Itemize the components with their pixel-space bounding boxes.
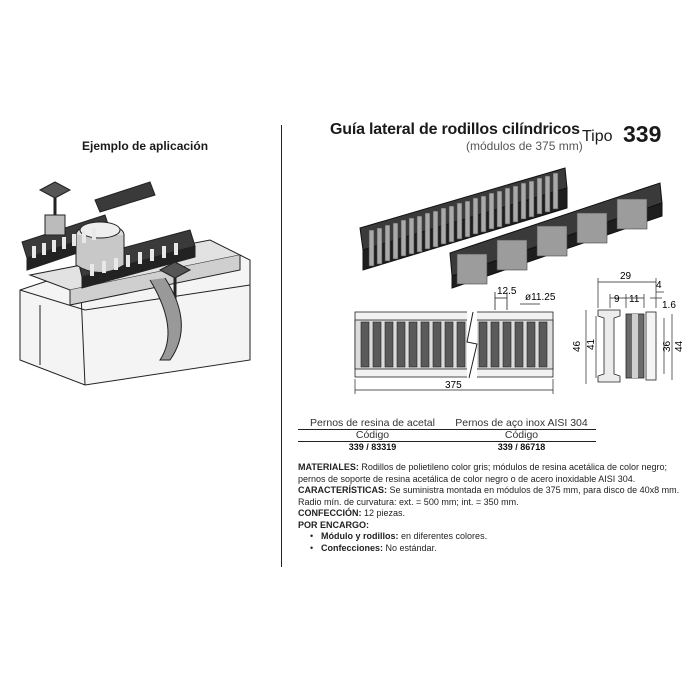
- type-number: 339: [623, 121, 662, 147]
- dim-pitch: 12.5: [497, 286, 517, 297]
- col1-header: Pernos de resina de acetal: [310, 417, 435, 429]
- packaging-paragraph: CONFECCIÓN: 12 piezas.: [298, 508, 688, 520]
- application-example-title: Ejemplo de aplicación: [82, 139, 209, 153]
- list-item: Módulo y rodillos: en diferentes colores…: [310, 531, 688, 543]
- on-request-heading: POR ENCARGO:: [298, 519, 370, 530]
- dim-36: 36: [662, 340, 673, 352]
- type-label: Tipo: [582, 128, 613, 145]
- product-illustration: [359, 167, 663, 289]
- col1-code: 339 / 83319: [348, 442, 397, 452]
- description-block: MATERIALES: Rodillos de polietileno colo…: [298, 462, 688, 554]
- materials-text: Rodillos de polietileno color gris; módu…: [298, 462, 668, 484]
- col2-code-label: Código: [504, 429, 539, 441]
- product-subtitle: (módulos de 375 mm): [466, 139, 583, 153]
- column-divider: [281, 125, 282, 567]
- features-paragraph: CARACTERÍSTICAS: Se suministra montada e…: [298, 485, 688, 508]
- dim-9: 9: [614, 294, 620, 305]
- dim-roller-diameter: ø11.25: [525, 292, 556, 303]
- materials-label: MATERIALES:: [298, 462, 359, 472]
- dim-width-29: 29: [620, 271, 632, 282]
- col2-header: Pernos de aço inox AISI 304: [455, 417, 588, 429]
- col1-code-label: Código: [355, 429, 390, 441]
- dim-4: 4: [656, 280, 662, 291]
- features-label: CARACTERÍSTICAS:: [298, 485, 387, 495]
- list-item: Confecciones: No estándar.: [310, 543, 688, 555]
- materials-paragraph: MATERIALES: Rodillos de polietileno colo…: [298, 462, 688, 485]
- dim-length: 375: [445, 380, 462, 391]
- table-code-label-row: Código Código: [298, 430, 596, 442]
- dim-44: 44: [674, 340, 685, 352]
- dim-11: 11: [629, 294, 640, 305]
- col2-code: 339 / 86718: [497, 442, 546, 452]
- application-example-illustration: [19, 181, 251, 386]
- top-view-drawing: 12.5 ø11.25 375: [354, 286, 556, 394]
- side-section-drawing: 29 4 9 11 1.6 46 41 36 44: [572, 271, 685, 384]
- features-text: Se suministra montada en módulos de 375 …: [298, 485, 680, 507]
- product-title: Guía lateral de rodillos cilíndricos: [330, 121, 580, 138]
- dim-1-6: 1.6: [662, 300, 676, 311]
- table-code-row: 339 / 83319 339 / 86718: [298, 442, 596, 453]
- table-header-row: Pernos de resina de acetal Pernos de aço…: [298, 418, 596, 430]
- packaging-label: CONFECCIÓN:: [298, 508, 362, 518]
- code-table: Pernos de resina de acetal Pernos de aço…: [298, 418, 596, 453]
- dim-46: 46: [572, 340, 583, 352]
- dim-41: 41: [586, 338, 597, 350]
- on-request-list: Módulo y rodillos: en diferentes colores…: [298, 531, 688, 554]
- packaging-text: 12 piezas.: [364, 508, 406, 518]
